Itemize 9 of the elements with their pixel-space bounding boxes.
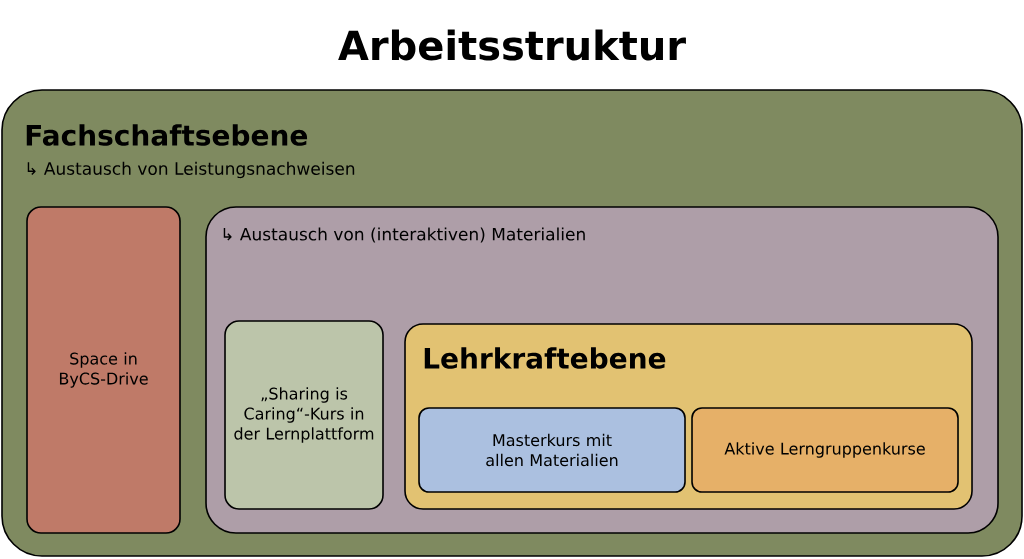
- title: Arbeitsstruktur: [338, 29, 686, 61]
- course-box: Aktive Lerngruppenkurse: [691, 407, 959, 493]
- subtitle: ↳ Austausch von (interaktiven) Materialien: [223, 227, 585, 243]
- heading: Lehrkraftebene: [424, 347, 666, 369]
- subtitle: ↳ Austausch von Leistungsnachweisen: [27, 161, 355, 179]
- heading: Fachschaftsebene: [26, 124, 308, 146]
- course-box: Masterkurs mit allen Materialien: [418, 407, 686, 493]
- storage-box: Space in ByCS-Drive: [26, 206, 181, 534]
- course-box: „Sharing is Caring“-Kurs in der Lernplattform: [224, 320, 384, 510]
